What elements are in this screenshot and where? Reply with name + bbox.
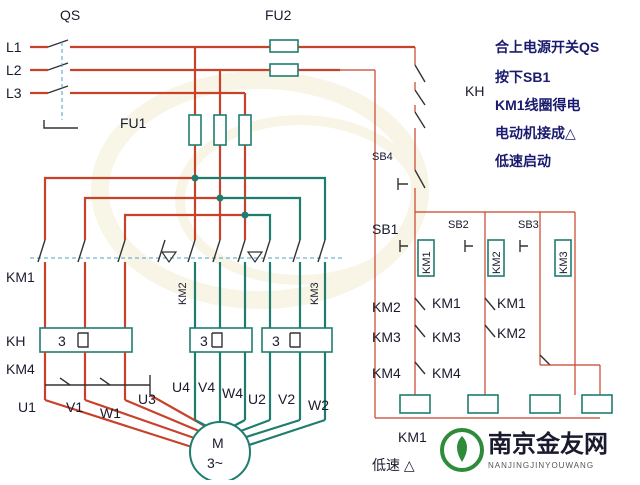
watermark-swirl [91, 71, 429, 309]
label-bottom-km1: KM1 [398, 429, 427, 445]
fu1-fuses [188, 47, 252, 240]
note-4: 电动机接成△ [495, 125, 576, 141]
label-kh-top: KH [465, 83, 484, 99]
note-5: 低速启动 [494, 153, 551, 169]
motor [189, 421, 251, 483]
label-fu2: FU2 [265, 7, 292, 23]
thermal-relays [39, 327, 333, 353]
fu2-fuses [269, 39, 299, 77]
wires-below-relays [43, 352, 327, 420]
label-v1: V1 [66, 399, 83, 415]
label-qs: QS [60, 7, 80, 23]
main-contacts [30, 239, 345, 264]
label-km3-main: KM3 [309, 282, 321, 305]
control-circuit [340, 47, 613, 419]
label-l1: L1 [6, 39, 22, 55]
note-2: 按下SB1 [495, 69, 550, 85]
label-kh-left: KH [6, 333, 25, 349]
label-sb1: SB1 [372, 221, 399, 237]
logo-name: 南京金友网 [488, 430, 608, 458]
label-bottom-speed: 低速 △ [372, 457, 415, 473]
label-u4: U4 [172, 379, 190, 395]
label-motor-m: M [212, 435, 224, 451]
label-km2-main: KM2 [177, 282, 189, 305]
label-v2: V2 [278, 391, 295, 407]
label-l2: L2 [6, 62, 22, 78]
distribution-buses [43, 174, 327, 240]
label-ctl-km2-b: KM2 [497, 325, 526, 341]
relay-number-1: 3 [58, 333, 66, 349]
explanation-notes: 合上电源开关QS 按下SB1 KM1线圈得电 电动机接成△ 低速启动 [494, 39, 599, 169]
label-w4: W4 [222, 385, 243, 401]
label-ctl-km4-a: KM4 [432, 365, 461, 381]
relay-number-3: 3 [272, 333, 280, 349]
site-logo: 南京金友网 NANJINGJINYOUWANG [440, 428, 608, 472]
label-w2: W2 [308, 397, 329, 413]
label-ctl-km3: KM3 [372, 329, 401, 345]
label-km1-left: KM1 [6, 269, 35, 285]
label-sb3: SB3 [518, 219, 539, 231]
note-1: 合上电源开关QS [495, 39, 599, 55]
label-ctl-km3-a: KM3 [432, 329, 461, 345]
label-ctl-km2: KM2 [372, 299, 401, 315]
label-motor-phase: 3~ [207, 455, 223, 471]
label-sb2: SB2 [448, 219, 469, 231]
wires-to-relays [43, 262, 327, 328]
label-fu1: FU1 [120, 115, 147, 131]
label-u1: U1 [18, 399, 36, 415]
label-v4: V4 [198, 379, 215, 395]
label-u2: U2 [248, 391, 266, 407]
logo-sub: NANJINGJINYOUWANG [488, 461, 594, 470]
label-ctl-km1-b: KM1 [497, 295, 526, 311]
label-ctl-km1-a: KM1 [432, 295, 461, 311]
leaf-icon [457, 436, 467, 462]
label-coil-km1: KM1 [421, 251, 433, 274]
label-sb4: SB4 [372, 151, 393, 163]
label-km4-left: KM4 [6, 361, 35, 377]
note-3: KM1线圈得电 [495, 97, 581, 113]
labels: QS FU2 L1 L2 L3 FU1 KH SB4 SB1 SB2 SB3 K… [6, 7, 570, 473]
relay-number-2: 3 [200, 333, 208, 349]
label-u3: U3 [138, 391, 156, 407]
label-coil-km3: KM3 [558, 251, 570, 274]
label-coil-km2: KM2 [491, 251, 503, 274]
label-ctl-km4: KM4 [372, 365, 401, 381]
label-l3: L3 [6, 85, 22, 101]
label-w1: W1 [100, 405, 121, 421]
motor-leads [44, 394, 326, 450]
